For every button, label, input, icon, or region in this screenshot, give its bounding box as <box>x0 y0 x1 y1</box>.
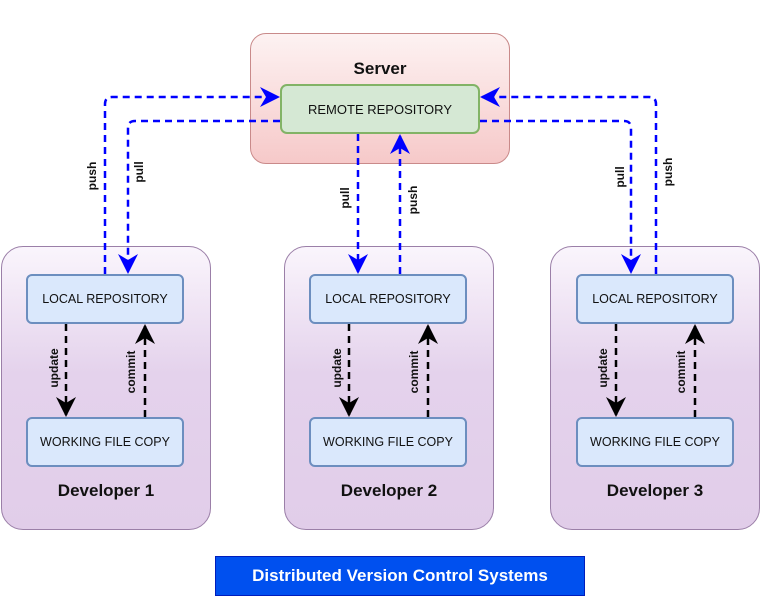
dev2-pull-label: pull <box>338 185 352 211</box>
server-title: Server <box>353 59 407 78</box>
dev2-commit-label: commit <box>407 350 421 394</box>
dev3-push-label: push <box>661 155 675 189</box>
developer-2-title: Developer 2 <box>340 481 438 500</box>
dev2-update-label: update <box>330 348 344 388</box>
developer-1-title: Developer 1 <box>57 481 155 500</box>
dev3-pull-label: pull <box>613 164 627 190</box>
dev1-pull-label: pull <box>132 159 146 185</box>
developer-1-local-repository-node[interactable]: LOCAL REPOSITORY <box>26 274 184 324</box>
dev3-pull-edge <box>480 119 641 274</box>
dev1-push-label: push <box>85 159 99 193</box>
dev1-commit-label: commit <box>124 350 138 394</box>
dev3-push-edge <box>480 87 658 274</box>
dev1-update-label: update <box>47 348 61 388</box>
developer-2-working-copy-node[interactable]: WORKING FILE COPY <box>309 417 467 467</box>
footer-title-banner: Distributed Version Control Systems <box>215 556 585 596</box>
dev1-pull-edge <box>118 119 280 274</box>
dev2-push-label: push <box>406 183 420 217</box>
developer-3-title: Developer 3 <box>606 481 704 500</box>
developer-3-local-repository-node[interactable]: LOCAL REPOSITORY <box>576 274 734 324</box>
dev3-update-label: update <box>596 348 610 388</box>
remote-repository-node[interactable]: REMOTE REPOSITORY <box>280 84 480 134</box>
developer-1-working-copy-node[interactable]: WORKING FILE COPY <box>26 417 184 467</box>
dev1-push-edge <box>103 87 280 274</box>
developer-3-working-copy-node[interactable]: WORKING FILE COPY <box>576 417 734 467</box>
dev3-commit-label: commit <box>674 350 688 394</box>
developer-2-local-repository-node[interactable]: LOCAL REPOSITORY <box>309 274 467 324</box>
